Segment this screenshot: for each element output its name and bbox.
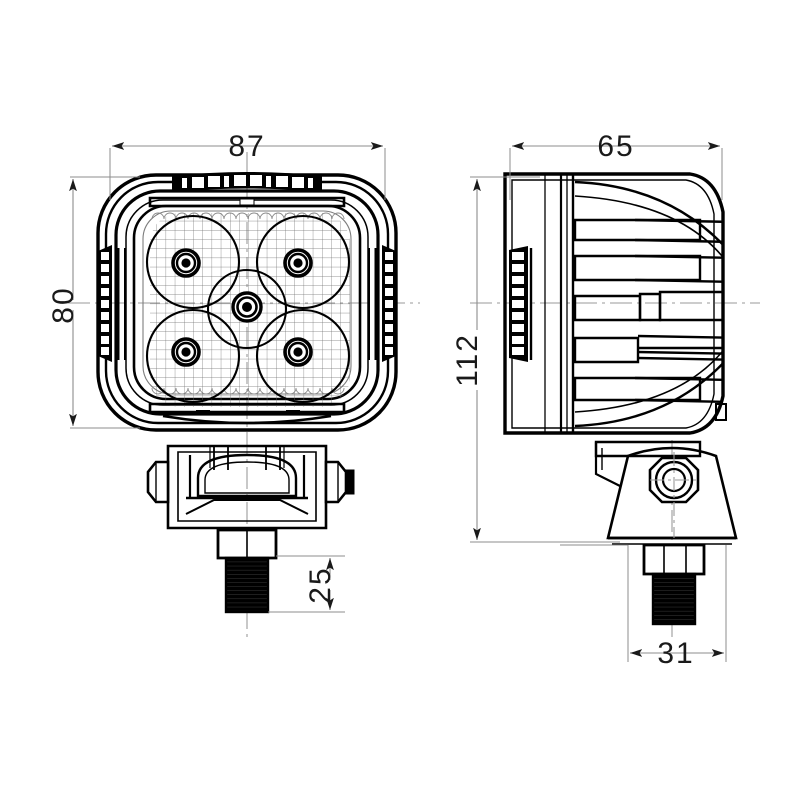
dimension-112: 112	[451, 176, 620, 543]
side-heatsink-ribs	[509, 246, 533, 362]
bottom-rail	[148, 402, 346, 425]
bracket-side-webs	[188, 455, 306, 498]
led-emitters	[171, 248, 313, 367]
cooling-fin-4	[573, 336, 640, 364]
heatsink-strip-right	[368, 245, 396, 362]
led-emitter-top-right	[283, 248, 313, 278]
bracket-slot-lines-outer	[209, 447, 285, 468]
fin-shroud-bottom-inner	[574, 351, 722, 413]
fin-shroud-top	[574, 180, 722, 251]
side-cooling-fins	[573, 180, 722, 428]
dim-87-label: 87	[228, 130, 265, 163]
vent-band-rail-notch	[239, 198, 255, 206]
dim-112-label: 112	[451, 333, 484, 387]
bottom-rail-tab-left	[196, 410, 210, 415]
side-body-shell	[503, 172, 725, 435]
side-mounting-bracket	[594, 440, 738, 545]
side-stud-hex-nut-facets	[663, 545, 687, 574]
dim-80-label: 80	[47, 286, 80, 323]
front-view: 87 80 25	[47, 130, 420, 640]
reflector-top-left	[145, 214, 241, 310]
hex-bolt-left-head	[146, 460, 170, 504]
side-body-shell-inner	[511, 179, 715, 429]
led-emitter-bottom-right	[283, 337, 313, 367]
side-view: 65 112 31	[451, 130, 760, 670]
side-heatsink-rib-slots	[512, 252, 524, 355]
led-emitter-top-left	[171, 248, 201, 278]
top-vent-band	[148, 172, 346, 208]
led-optics-array	[145, 214, 351, 404]
bracket-hex-bolt-left	[146, 460, 170, 504]
reflector-bottom-left	[145, 308, 241, 404]
cooling-fin-2-ext	[634, 254, 722, 284]
cooling-fin-1-ext	[634, 218, 722, 244]
vent-band-slots	[182, 175, 313, 188]
dim-65-label: 65	[597, 130, 634, 163]
vent-band-rail	[148, 196, 346, 208]
reflector-bottom-right	[255, 308, 351, 404]
heatsink-strip-right-slots	[385, 252, 393, 355]
side-threaded-stud	[651, 572, 697, 626]
dim-31-label: 31	[657, 637, 694, 670]
side-stud-hex-nut	[642, 543, 706, 576]
threaded-stud	[224, 556, 270, 614]
bracket-body	[606, 446, 738, 540]
dimension-25: 25	[268, 555, 345, 613]
bracket-pivot-dome-inner	[204, 461, 290, 494]
cooling-fin-4-ext-a	[637, 334, 722, 350]
cooling-fin-3-ext	[658, 290, 722, 322]
led-emitter-bottom-left	[171, 337, 201, 367]
dimension-65: 65	[509, 130, 723, 200]
front-stud-assembly	[216, 528, 278, 614]
bracket-slot-lines	[213, 447, 281, 470]
housing-mid-shell	[114, 189, 380, 416]
side-body-outline	[503, 172, 725, 435]
dimension-80: 80	[47, 176, 140, 429]
side-stud-assembly	[642, 543, 706, 626]
heatsink-strip-left	[98, 245, 126, 362]
bracket-pivot-dome	[196, 453, 298, 498]
hex-bolt-right-thread-stub	[345, 469, 355, 495]
cooling-fin-4-ext-b	[637, 350, 722, 362]
dimension-87: 87	[109, 130, 386, 200]
bottom-rail-curve	[162, 414, 332, 425]
bracket-hex-bolt-right	[324, 460, 355, 504]
dimension-31: 31	[560, 544, 727, 670]
side-rear-tab	[715, 403, 727, 421]
led-emitter-center	[231, 291, 263, 323]
heatsink-strip-left-slots	[101, 252, 109, 355]
bottom-rail-bar	[148, 402, 346, 414]
dim-25-label: 25	[304, 566, 337, 603]
bottom-rail-tab-right	[286, 410, 300, 415]
fin-shroud-bottom	[574, 357, 722, 428]
bracket-left-arm	[594, 442, 621, 487]
cooling-fin-5-ext	[634, 376, 722, 404]
fin-shroud-top-inner	[574, 195, 722, 257]
reflector-top-right	[255, 214, 351, 310]
hex-bolt-right-head	[324, 460, 348, 504]
bracket-bottom-shoulder	[185, 499, 309, 515]
bracket-inner-frame	[177, 451, 317, 522]
reflector-center	[206, 268, 288, 350]
